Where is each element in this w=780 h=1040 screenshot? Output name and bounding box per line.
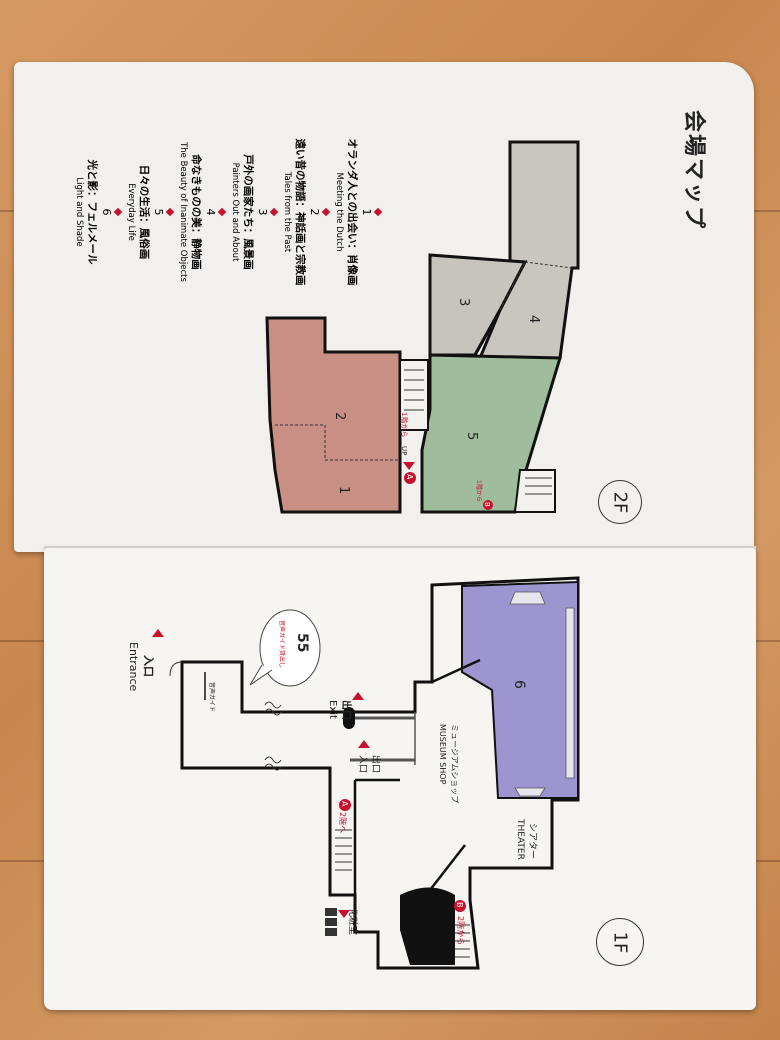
theater-label-ja: シアター xyxy=(527,823,538,859)
room-6 xyxy=(461,580,579,799)
exit-label-en: Exit xyxy=(327,700,338,719)
exit2-label: 出口 xyxy=(370,755,382,773)
arrow-icon xyxy=(358,740,370,748)
marker-a-label: A xyxy=(340,801,349,807)
restroom-label: 化粧室 xyxy=(347,908,359,935)
marker-a-icon xyxy=(339,799,351,811)
marker-a-icon xyxy=(404,472,416,484)
marker-b-label: B xyxy=(455,902,464,908)
room-2-label: 2 xyxy=(332,412,347,420)
arrow-icon xyxy=(352,692,364,700)
from-1f-label: 1階から xyxy=(400,412,409,437)
floor-1f-badge: 1F xyxy=(596,918,644,966)
marker-b-label: B xyxy=(483,502,491,507)
exit-label-ja: 出口 xyxy=(340,700,353,720)
floor-2f-details xyxy=(275,261,573,495)
audio-label: 音声ガイド貸出し xyxy=(278,620,286,668)
room-3-label: 3 xyxy=(456,298,471,306)
arrow-icon xyxy=(152,629,164,637)
audio-number: 55 xyxy=(294,633,310,652)
room-6-inner xyxy=(509,591,575,797)
theater-label-en: THEATER xyxy=(515,818,525,860)
entrance-label-ja: 入口 xyxy=(142,655,155,677)
restroom-icon xyxy=(325,908,337,936)
floor-1f-labels: 6 シアター THEATER ミュージアムショップ MUSEUM SHOP 出口… xyxy=(127,642,538,945)
entrance-small-label: 入口 xyxy=(357,755,368,773)
from-2f-label: 2階から xyxy=(456,916,466,945)
room-5-label: 5 xyxy=(464,432,479,440)
to-2f-label: 2階へ xyxy=(338,812,348,833)
floor-2f-markers: A B 1階から UP 1階から xyxy=(400,412,493,510)
floor-1f-walls xyxy=(204,658,481,895)
floor-1f-markers: A B xyxy=(152,629,466,936)
room-4 xyxy=(477,140,580,360)
floor-2f-room-labels: 2 1 3 4 5 xyxy=(332,298,541,494)
marker-b-icon xyxy=(483,500,493,510)
audio-counter-label: 音声ガイド xyxy=(208,682,216,712)
floor-2f-plan xyxy=(265,140,580,514)
floor-1f-label: 1F xyxy=(609,931,631,953)
floor-1f-plan xyxy=(180,576,580,970)
shop-label-ja: ミュージアムショップ xyxy=(450,724,459,803)
floor-2f-label: 2F xyxy=(609,491,631,513)
floor-2f-badge: 2F xyxy=(598,480,642,524)
audio-guide-bubble: 55 音声ガイド貸出し xyxy=(249,609,321,687)
room-6-label: 6 xyxy=(511,680,527,689)
exit-gate xyxy=(343,707,416,765)
arrow-icon xyxy=(403,462,415,470)
room-1-2 xyxy=(265,316,402,514)
shop-label-en: MUSEUM SHOP xyxy=(438,724,447,785)
marker-b-icon xyxy=(454,900,466,912)
room-1-label: 1 xyxy=(336,486,351,494)
arrow-icon xyxy=(338,910,350,918)
marker-a-label: A xyxy=(405,474,414,480)
elevator-icon xyxy=(400,895,455,965)
stairs-2f-b xyxy=(513,469,556,513)
stairs-2f-a xyxy=(399,359,429,431)
break-lines xyxy=(264,701,282,771)
up-label: UP xyxy=(400,446,408,455)
from-1f-label: 1階から xyxy=(475,480,483,502)
room-4-label: 4 xyxy=(526,315,541,323)
entrance-label-en: Entrance xyxy=(127,642,140,692)
